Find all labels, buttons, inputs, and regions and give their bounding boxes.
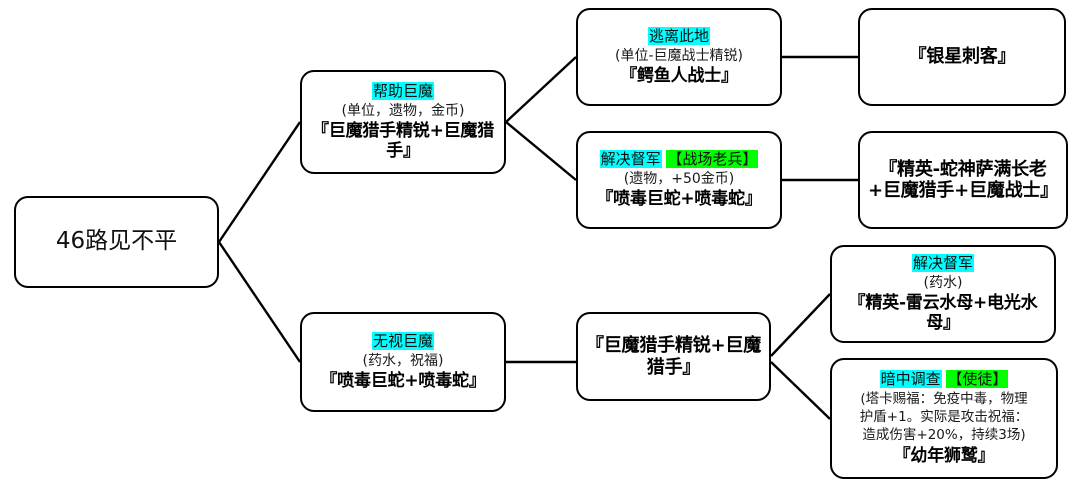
option-title: 解决督军 (838, 253, 1048, 273)
edge-troll-to-warlord-bottom (770, 293, 831, 357)
option-highlight: 解决督军 (911, 253, 974, 272)
bonus-highlight: 【战场老兵】 (666, 149, 759, 168)
edge-help-to-flee (505, 56, 577, 123)
option-enemy: 『喷毒巨蛇+喷毒蛇』 (596, 189, 762, 210)
node-option-flee[interactable]: 逃离此地 (单位-巨魔战士精锐) 『鳄鱼人战士』 (576, 8, 782, 106)
outcome-enemy: 『巨魔猎手精锐+巨魔猎手』 (585, 335, 762, 378)
option-reward: (单位，遗物，金币) (341, 102, 465, 119)
option-reward: (遗物，+50金币) (623, 170, 735, 187)
option-highlight: 无视巨魔 (371, 331, 434, 350)
option-reward-line-3: 造成伤害+20%，持续3场) (862, 427, 1026, 444)
edge-troll-to-investigate (770, 361, 831, 420)
edge-help-to-warlord-top (505, 121, 577, 181)
bonus-highlight: 【使徒】 (946, 370, 1009, 389)
option-title: 解决督军 【战场老兵】 (584, 149, 774, 169)
node-outcome-elite-snake-shaman[interactable]: 『精英-蛇神萨满长老+巨魔猎手+巨魔战士』 (858, 131, 1068, 229)
option-title: 逃离此地 (584, 26, 774, 46)
node-option-warlord-top[interactable]: 解决督军 【战场老兵】 (遗物，+50金币) 『喷毒巨蛇+喷毒蛇』 (576, 131, 782, 229)
option-title: 帮助巨魔 (308, 81, 498, 101)
edge-root-to-ignore (218, 241, 301, 363)
option-reward: (单位-巨魔战士精锐) (615, 47, 743, 64)
option-enemy: 『巨魔猎手精锐+巨魔猎手』 (311, 121, 495, 162)
node-outcome-silver-assassin[interactable]: 『银星刺客』 (858, 8, 1066, 106)
option-reward: (药水，祝福) (362, 352, 444, 369)
option-reward-line-2: 护盾+1。实际是攻击祝福： (859, 409, 1029, 426)
option-title: 无视巨魔 (308, 331, 498, 351)
outcome-enemy: 『精英-蛇神萨满长老+巨魔猎手+巨魔战士』 (868, 158, 1058, 201)
option-reward-line-1: (塔卡赐福：免疫中毒，物理 (860, 391, 1028, 408)
outcome-enemy: 『银星刺客』 (908, 46, 1016, 68)
option-reward: (药水) (923, 274, 963, 291)
root-event-label: 46路见不平 (55, 228, 178, 255)
edge-root-to-help (218, 121, 301, 243)
node-option-help-troll[interactable]: 帮助巨魔 (单位，遗物，金币) 『巨魔猎手精锐+巨魔猎手』 (300, 70, 506, 174)
option-highlight: 解决督军 (599, 149, 662, 168)
option-highlight: 暗中调查 (879, 370, 942, 389)
option-enemy: 『喷毒巨蛇+喷毒蛇』 (320, 371, 486, 392)
option-title: 暗中调查 【使徒】 (838, 370, 1050, 389)
option-highlight: 逃离此地 (647, 26, 710, 45)
node-option-ignore-troll[interactable]: 无视巨魔 (药水，祝福) 『喷毒巨蛇+喷毒蛇』 (300, 312, 506, 412)
option-enemy: 『精英-雷云水母+电光水母』 (848, 293, 1038, 334)
node-root-event[interactable]: 46路见不平 (14, 196, 219, 288)
node-option-warlord-bottom[interactable]: 解决督军 (药水) 『精英-雷云水母+电光水母』 (830, 245, 1056, 343)
node-option-investigate[interactable]: 暗中调查 【使徒】 (塔卡赐福：免疫中毒，物理 护盾+1。实际是攻击祝福： 造成… (830, 358, 1058, 479)
option-enemy: 『幼年狮鹫』 (893, 445, 995, 466)
option-enemy: 『鳄鱼人战士』 (620, 66, 738, 87)
option-highlight: 帮助巨魔 (371, 81, 434, 100)
node-outcome-troll-hunter-elite[interactable]: 『巨魔猎手精锐+巨魔猎手』 (576, 312, 771, 401)
